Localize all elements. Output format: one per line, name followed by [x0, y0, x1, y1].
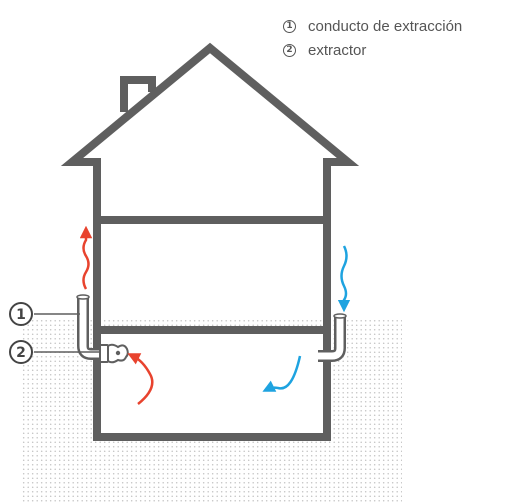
- right-duct: [318, 313, 347, 362]
- cool-air-descending-arrow: [337, 245, 351, 313]
- callout-duct-number: 1: [16, 307, 26, 323]
- house-outline: [60, 42, 360, 441]
- legend-label: extractor: [308, 41, 367, 59]
- chimney: [120, 76, 156, 112]
- roof-and-walls: [60, 42, 360, 441]
- legend-label: conducto de extracción: [308, 17, 463, 35]
- warm-air-rising-arrow: [79, 225, 93, 290]
- legend-item-duct: 1 conducto de extracción: [283, 14, 462, 38]
- legend: 1 conducto de extracción 2 extractor: [283, 14, 462, 62]
- callout-fan-number: 2: [16, 345, 26, 361]
- legend-number-badge: 2: [283, 43, 296, 57]
- callout-fan: 2: [9, 340, 100, 364]
- legend-number-badge: 1: [283, 19, 296, 33]
- basement-interior: [97, 330, 327, 437]
- legend-item-fan: 2 extractor: [283, 38, 462, 62]
- exhaust-fan: [99, 343, 129, 364]
- warm-air-inflow-arrow: [127, 353, 154, 405]
- cool-air-outflow-arrow: [262, 355, 302, 392]
- callout-duct: 1: [9, 302, 80, 326]
